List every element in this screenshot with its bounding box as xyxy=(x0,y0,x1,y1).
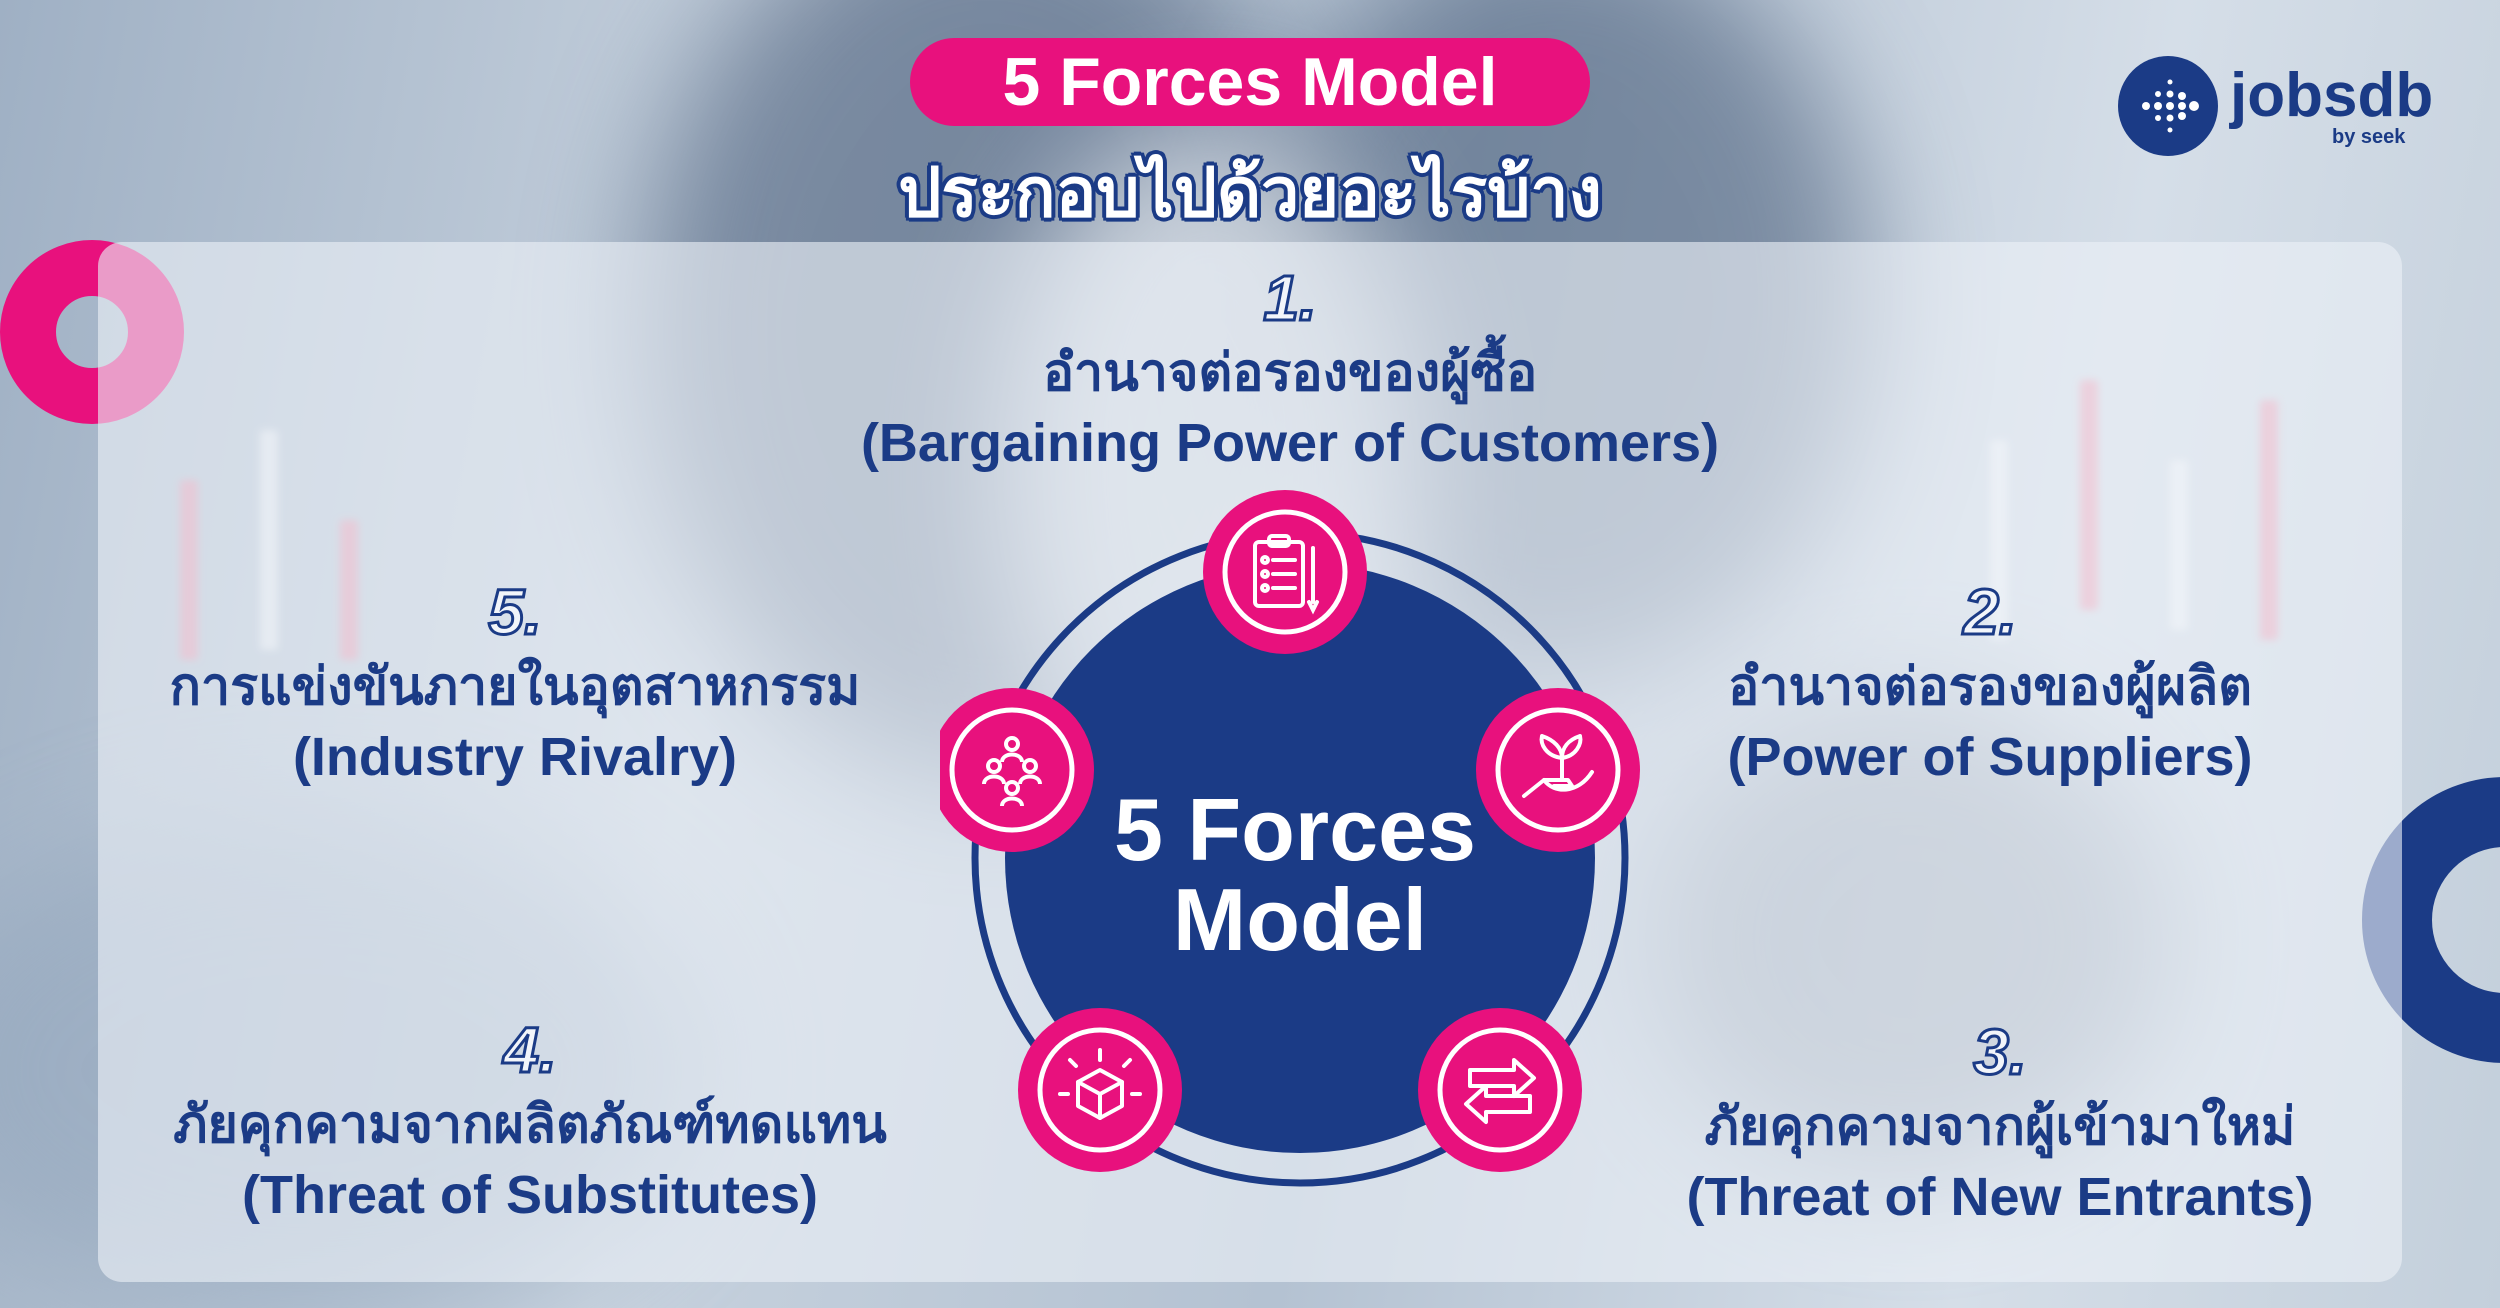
force-english-label: (Threat of New Entrants) xyxy=(1686,1167,2314,1227)
force-item-3: 3. ภัยคุกคามจากผู้เข้ามาใหม่ (Threat of … xyxy=(1590,1012,2410,1232)
center-circle xyxy=(1005,563,1595,1153)
product-box-icon xyxy=(1018,1008,1182,1172)
center-label-line1: 5 Forces xyxy=(1114,780,1476,879)
exchange-arrows-icon xyxy=(1418,1008,1582,1172)
force-thai-label: อำนาจต่อรองของผู้ผลิต xyxy=(1728,657,2252,717)
jobsdb-logo-word: jobsdb xyxy=(2230,61,2434,130)
force-item-4: 4. ภัยคุกคามจากผลิตภัณฑ์ทดแทน (Threat of… xyxy=(100,1010,960,1230)
force-english-label: (Bargaining Power of Customers) xyxy=(860,413,1720,473)
force-item-5: 5. การแข่งขันภายในอุตสาหกรรม (Industry R… xyxy=(110,572,920,792)
force-english-label: (Industry Rivalry) xyxy=(292,727,738,787)
force-english-label: (Power of Suppliers) xyxy=(1727,727,2253,787)
force-thai-label: การแข่งขันภายในอุตสาหกรรม xyxy=(169,657,861,717)
force-number: 2. xyxy=(1962,575,2018,650)
force-number: 3. xyxy=(1972,1015,2028,1090)
five-forces-diagram: 5 Forces Model xyxy=(940,490,1640,1187)
force-thai-label: อำนาจต่อรองของผู้ซื้อ xyxy=(1042,343,1538,403)
page-title: 5 Forces Model xyxy=(910,38,1590,126)
force-thai-label: ภัยคุกคามจากผู้เข้ามาใหม่ xyxy=(1704,1097,2296,1157)
force-number: 4. xyxy=(502,1013,558,1088)
center-label-line2: Model xyxy=(1173,870,1427,969)
force-english-label: (Threat of Substitutes) xyxy=(242,1165,818,1225)
page-subtitle: ประกอบไปด้วยอะไรบ้าง xyxy=(898,154,1602,233)
jobsdb-logo-tagline: by seek xyxy=(2332,126,2406,148)
jobsdb-logo: jobsdb by seek xyxy=(2118,56,2433,156)
jobsdb-logo-mark xyxy=(2118,56,2218,156)
people-group-icon xyxy=(940,688,1094,852)
force-number: 5. xyxy=(487,575,543,650)
hand-holding-plant-icon xyxy=(1476,688,1640,852)
force-thai-label: ภัยคุกคามจากผลิตภัณฑ์ทดแทน xyxy=(173,1095,887,1155)
clipboard-checklist-icon xyxy=(1203,490,1367,654)
force-item-2: 2. อำนาจต่อรองของผู้ผลิต (Power of Suppl… xyxy=(1590,572,2390,792)
force-number: 1. xyxy=(1262,261,1318,336)
force-item-1: 1. อำนาจต่อรองของผู้ซื้อ (Bargaining Pow… xyxy=(740,258,1840,478)
